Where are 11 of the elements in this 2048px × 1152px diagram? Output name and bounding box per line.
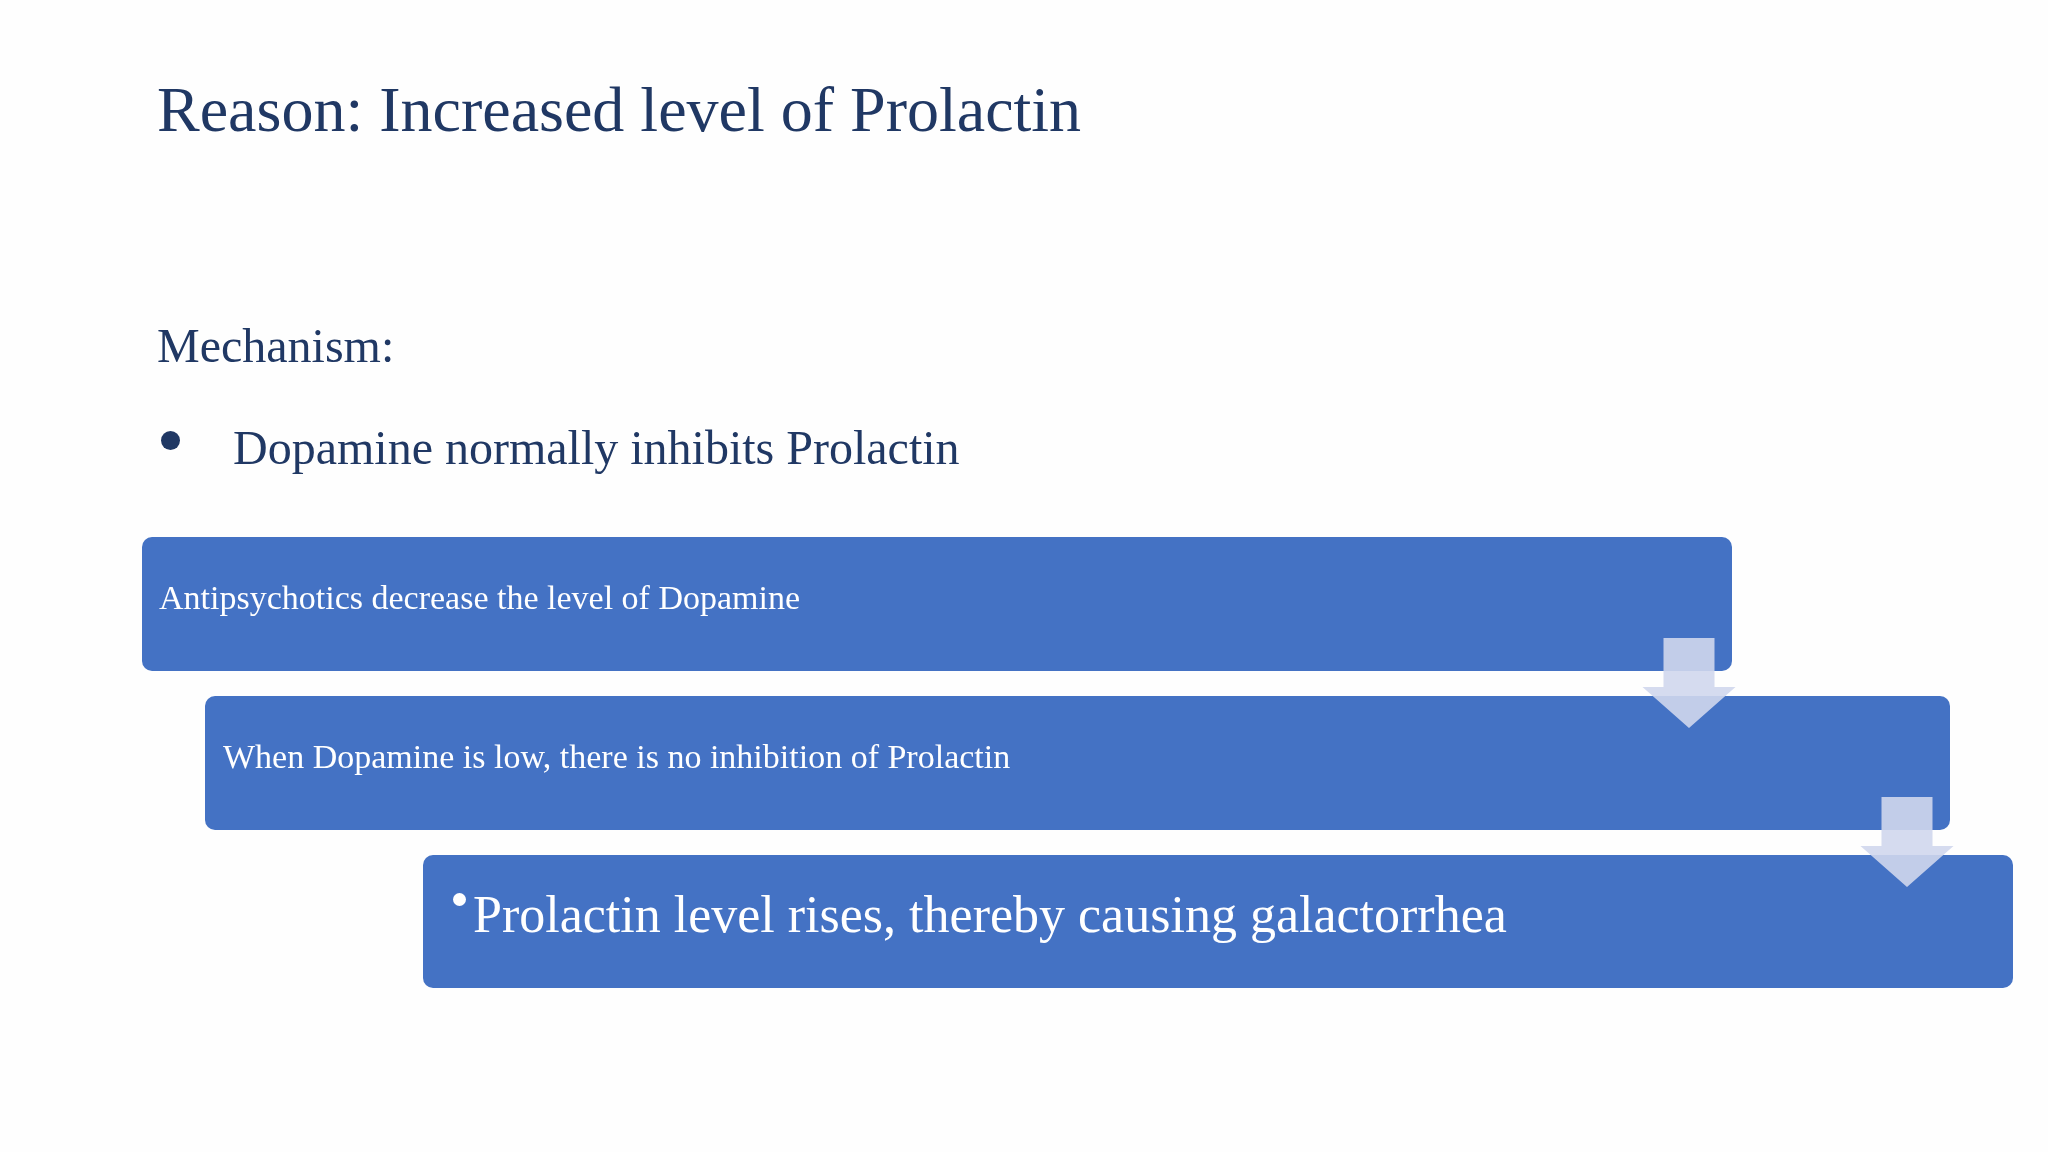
section-heading: Mechanism: (157, 322, 395, 370)
bullet-text: Dopamine normally inhibits Prolactin (233, 424, 960, 472)
block-arrow (1860, 797, 1954, 887)
box-text: Prolactin level rises, thereby causing galactorrhea (473, 885, 1507, 944)
process-box (205, 696, 1950, 830)
block-arrow (1642, 638, 1736, 728)
process-box (142, 537, 1732, 671)
process-box (423, 855, 2013, 988)
slide-title: Reason: Increased level of Prolactin (157, 78, 1082, 142)
box-text: Antipsychotics decrease the level of Dopamine (159, 579, 801, 617)
box-text: When Dopamine is low, there is no inhibition of Prolactin (223, 738, 1011, 776)
